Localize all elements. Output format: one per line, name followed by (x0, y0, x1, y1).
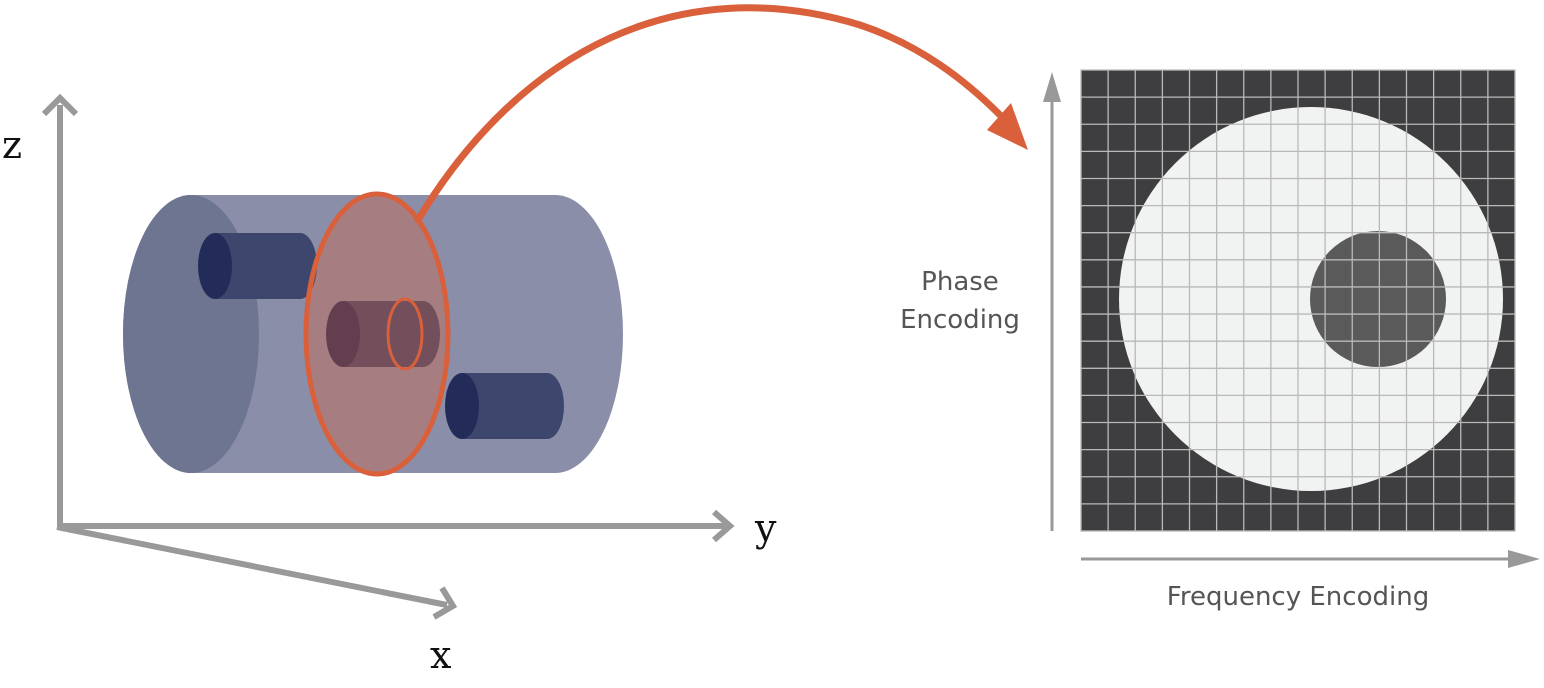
image-panel (1080, 69, 1516, 532)
phase-encoding-label-line2: Encoding (900, 305, 1020, 335)
image-border (1080, 69, 1516, 532)
z-axis-label: z (2, 123, 22, 167)
x-axis-arrowhead (432, 586, 458, 620)
slice-to-image-arrow (414, 4, 1028, 224)
selected-slice (303, 191, 451, 477)
y-axis-label: y (754, 506, 777, 550)
inner-tube-middle (326, 301, 440, 367)
z-axis-arrowhead (41, 93, 79, 117)
phase-encoding-arrowhead (1043, 72, 1061, 102)
x-axis-label: x (430, 633, 451, 677)
inner-tube-lower (445, 373, 564, 439)
arrowhead (987, 103, 1028, 150)
encoding-axes (1043, 72, 1540, 568)
slice-intersection-ring (386, 297, 424, 371)
inner-structure-disk (1310, 231, 1446, 367)
pixel-grid (1081, 70, 1515, 531)
x-axis (56, 524, 448, 608)
frequency-encoding-label: Frequency Encoding (1167, 582, 1429, 612)
frequency-encoding-arrowhead (1508, 550, 1540, 568)
coordinate-axes (41, 93, 735, 620)
cylinder-scene (123, 191, 623, 477)
inner-tube-upper (198, 233, 317, 299)
phase-encoding-label-line1: Phase (921, 267, 999, 297)
y-axis-arrowhead (712, 509, 735, 543)
